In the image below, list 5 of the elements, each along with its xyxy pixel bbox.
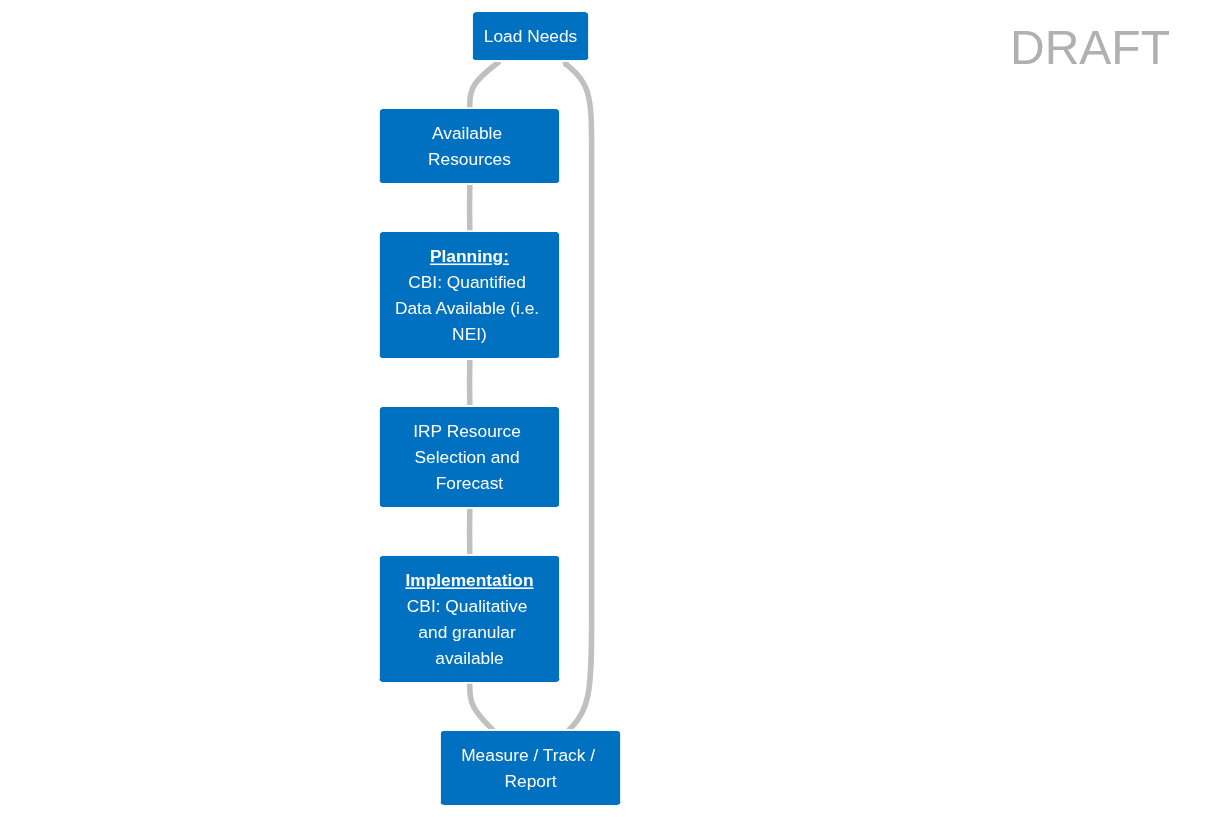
connector	[467, 59, 502, 109]
connector	[466, 508, 473, 556]
watermark-text: DRAFT	[1010, 20, 1171, 75]
connector	[466, 184, 473, 232]
connector	[466, 359, 473, 407]
